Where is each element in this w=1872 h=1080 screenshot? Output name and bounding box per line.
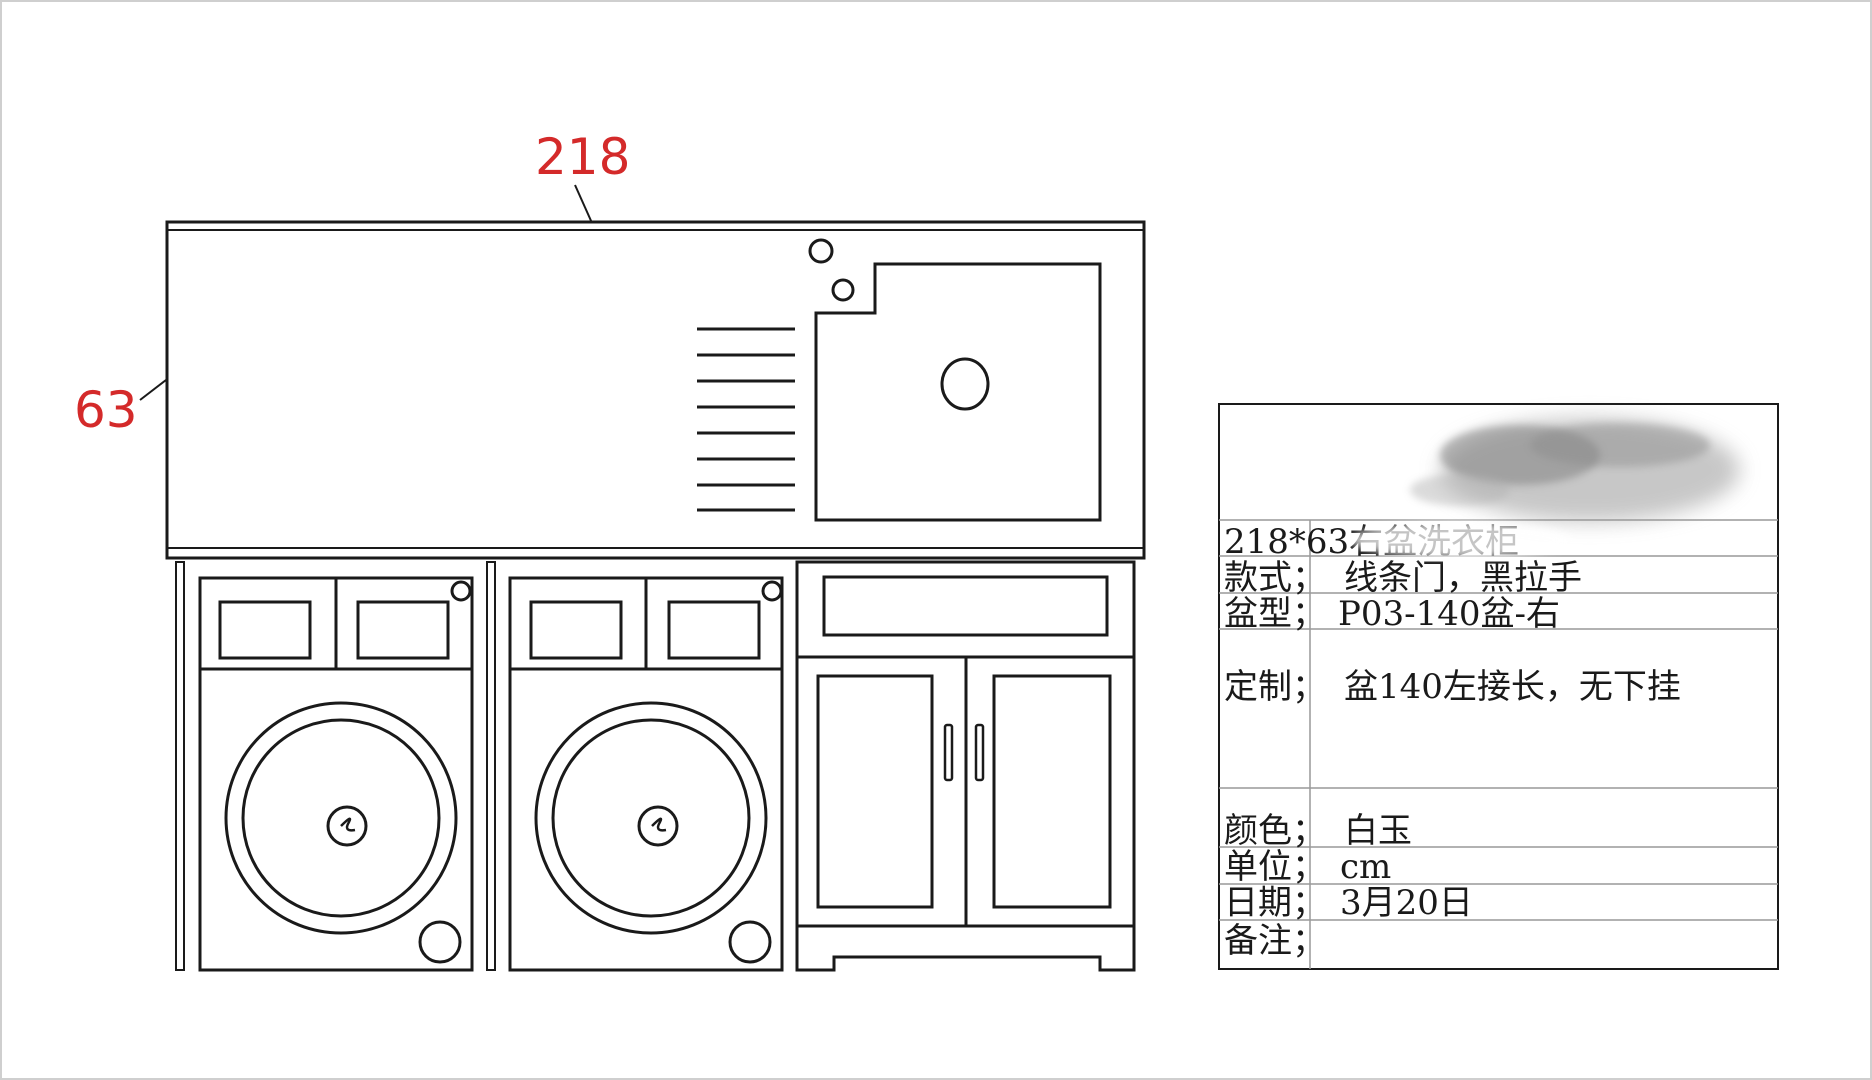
washing-machine-left xyxy=(198,576,474,972)
brand-logo-icon xyxy=(637,805,679,847)
power-knob-icon xyxy=(761,580,783,602)
spec-label-notes: 备注； xyxy=(1224,921,1326,961)
control-panel xyxy=(356,600,450,660)
depth-dimension-label: 63 xyxy=(74,381,138,439)
sink-basin xyxy=(808,238,1102,522)
depth-leader-line xyxy=(139,379,167,401)
door-handle-icon xyxy=(943,723,954,782)
brush-smudge xyxy=(1350,418,1740,558)
brand-logo-icon xyxy=(326,805,368,847)
width-dimension-label: 218 xyxy=(535,128,630,186)
spec-value-basin: P03-140盆-右 xyxy=(1338,594,1560,634)
cabinet-door-left xyxy=(816,674,934,909)
spec-label-custom: 定制； xyxy=(1224,667,1326,707)
drain-icon xyxy=(940,357,990,411)
drain-filter-icon xyxy=(418,920,462,964)
detergent-drawer xyxy=(218,600,312,660)
power-knob-icon xyxy=(450,580,472,602)
washboard-ridges xyxy=(697,327,795,512)
control-panel xyxy=(667,600,761,660)
drum-door-outer xyxy=(534,701,768,935)
cabinet-drawer xyxy=(822,575,1109,637)
cabinet-posts xyxy=(175,561,496,971)
countertop xyxy=(165,220,1146,560)
washing-machine-right xyxy=(508,576,784,972)
spec-table: 218*63右盆洗衣柜 款式； 线条门，黑拉手 盆型； P03-140盆-右 定… xyxy=(1218,403,1779,970)
storage-cabinet xyxy=(795,560,1136,972)
spec-value-date: 3月20日 xyxy=(1340,883,1473,923)
faucet-hole-icon xyxy=(831,278,855,302)
detergent-drawer xyxy=(529,600,623,660)
drain-filter-icon xyxy=(728,920,772,964)
spec-label-style: 款式； xyxy=(1224,558,1326,598)
width-leader-line xyxy=(574,184,593,224)
faucet-hole-icon xyxy=(808,238,834,264)
spec-label-basin: 盆型； xyxy=(1224,594,1326,634)
spec-value-custom: 盆140左接长，无下挂 xyxy=(1344,667,1681,707)
drum-door-inner xyxy=(241,718,441,918)
spec-value-style: 线条门，黑拉手 xyxy=(1344,558,1582,598)
spec-label-unit: 单位； xyxy=(1224,847,1326,887)
cabinet-door-right xyxy=(992,674,1112,909)
spec-value-color: 白玉 xyxy=(1344,811,1412,851)
drum-door-inner xyxy=(551,718,751,918)
spec-value-unit: cm xyxy=(1340,847,1391,887)
door-handle-icon xyxy=(974,723,985,782)
spec-label-color: 颜色； xyxy=(1224,811,1326,851)
spec-label-date: 日期； xyxy=(1224,883,1326,923)
drum-door-outer xyxy=(224,701,458,935)
